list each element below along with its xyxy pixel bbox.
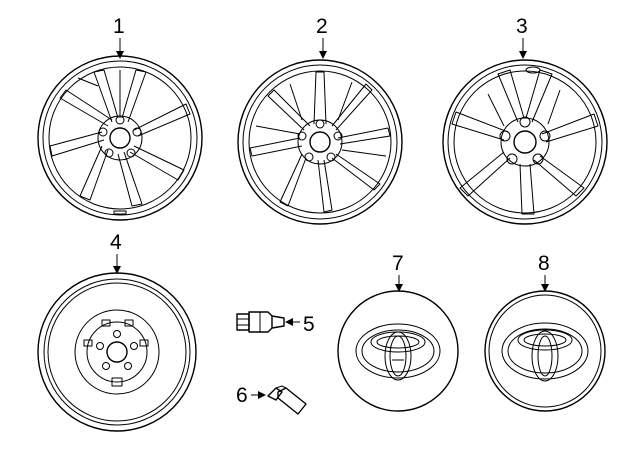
callout-label-7: 7: [392, 252, 404, 275]
center-cap-8[interactable]: [484, 290, 606, 412]
wheel-2[interactable]: [237, 59, 403, 225]
callout-label-4: 4: [110, 231, 122, 254]
callout-4: 4: [110, 231, 122, 274]
callout-6: 6: [236, 384, 266, 407]
valve-stem[interactable]: [267, 385, 307, 415]
callout-label-1: 1: [113, 15, 125, 38]
callout-3: 3: [516, 15, 528, 59]
callout-8: 8: [538, 252, 550, 292]
lug-nut[interactable]: [236, 311, 285, 333]
callout-label-5: 5: [303, 313, 315, 336]
callout-label-3: 3: [516, 15, 528, 38]
callout-label-8: 8: [538, 252, 550, 275]
wheel-1[interactable]: [37, 55, 203, 221]
callout-5: 5: [285, 313, 315, 336]
callout-label-6: 6: [236, 384, 248, 407]
wheel-3[interactable]: [442, 59, 608, 225]
center-cap-7[interactable]: [337, 290, 459, 412]
callout-1: 1: [113, 15, 125, 59]
callout-label-2: 2: [316, 15, 328, 38]
wheel-4[interactable]: [37, 272, 197, 432]
callout-7: 7: [392, 252, 404, 292]
callout-2: 2: [316, 15, 328, 59]
